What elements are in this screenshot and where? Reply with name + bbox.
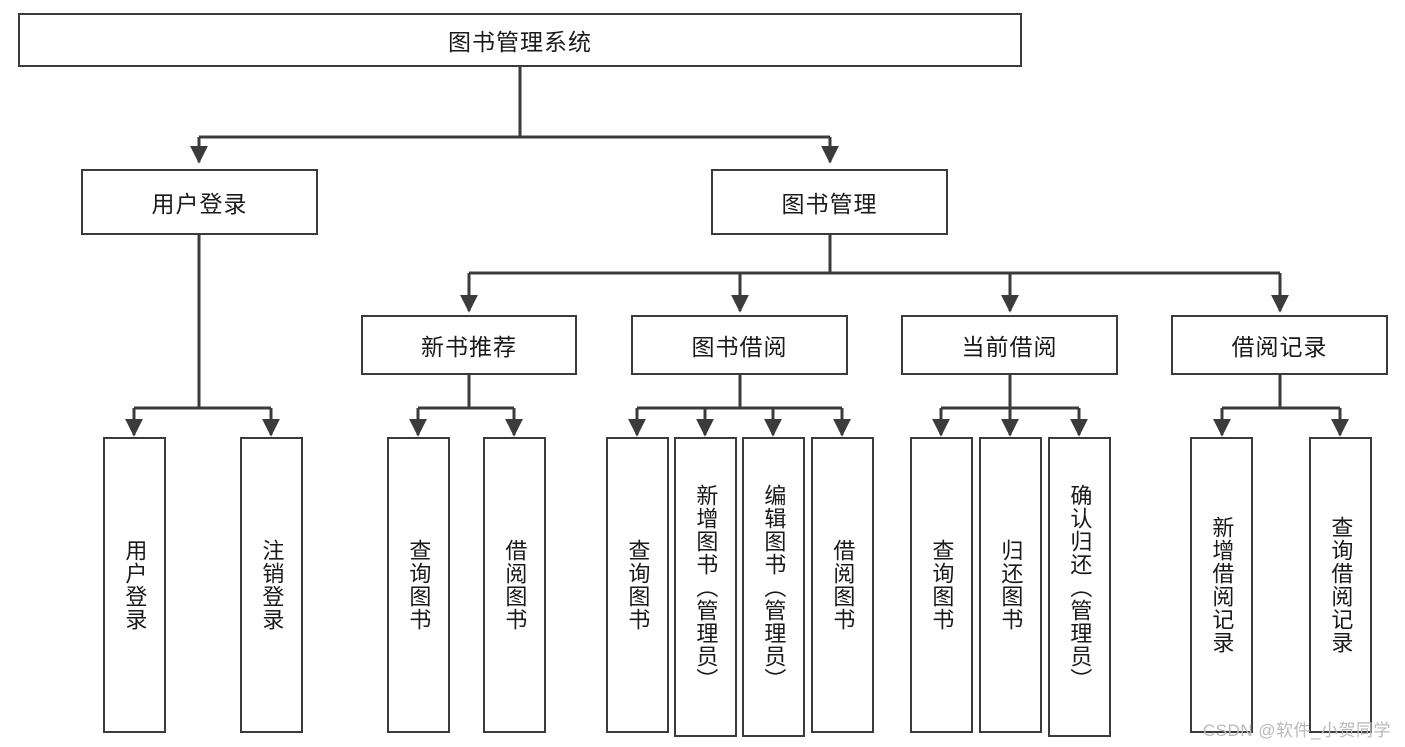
leaf-recommend-borrow-book[interactable]: 借阅图书	[483, 437, 546, 733]
leaf-recommend-query-book[interactable]: 查询图书	[387, 437, 450, 733]
node-label: 确认归还（管理员）	[1067, 483, 1093, 691]
node-label: 新增图书（管理员）	[693, 483, 719, 691]
node-label: 查询借阅记录	[1328, 516, 1354, 654]
node-label: 查询图书	[929, 539, 955, 631]
leaf-current-confirm-return-admin[interactable]: 确认归还（管理员）	[1048, 437, 1111, 737]
node-label: 新增借阅记录	[1209, 516, 1235, 654]
node-label: 新书推荐	[421, 334, 517, 360]
node-label: 借阅记录	[1231, 334, 1328, 360]
node-book-borrow[interactable]: 图书借阅	[631, 315, 848, 375]
node-label: 用户登录	[151, 191, 248, 217]
node-label: 图书管理	[781, 191, 878, 217]
node-label: 归还图书	[998, 539, 1024, 631]
node-label: 当前借阅	[961, 334, 1058, 360]
node-label: 用户登录	[122, 539, 148, 631]
leaf-record-query-record[interactable]: 查询借阅记录	[1309, 437, 1372, 733]
node-book-management[interactable]: 图书管理	[711, 169, 948, 235]
leaf-record-add-record[interactable]: 新增借阅记录	[1190, 437, 1253, 733]
node-label: 图书管理系统	[448, 29, 592, 55]
node-label: 注销登录	[259, 539, 285, 631]
leaf-borrow-query-book[interactable]: 查询图书	[606, 437, 669, 733]
node-new-book-recommend[interactable]: 新书推荐	[361, 315, 577, 375]
node-label: 查询图书	[625, 539, 651, 631]
leaf-current-return-book[interactable]: 归还图书	[979, 437, 1042, 733]
leaf-user-login-login[interactable]: 用户登录	[103, 437, 166, 733]
node-label: 借阅图书	[830, 539, 856, 631]
node-label: 查询图书	[406, 539, 432, 631]
node-borrow-record[interactable]: 借阅记录	[1171, 315, 1388, 375]
node-label: 编辑图书（管理员）	[761, 483, 787, 691]
node-current-borrow[interactable]: 当前借阅	[901, 315, 1118, 375]
node-user-login[interactable]: 用户登录	[81, 169, 318, 235]
node-root-system[interactable]: 图书管理系统	[18, 13, 1022, 67]
node-label: 借阅图书	[502, 539, 528, 631]
leaf-borrow-edit-book-admin[interactable]: 编辑图书（管理员）	[742, 437, 805, 737]
leaf-borrow-borrow-book[interactable]: 借阅图书	[811, 437, 874, 733]
leaf-borrow-add-book-admin[interactable]: 新增图书（管理员）	[674, 437, 737, 737]
leaf-current-query-book[interactable]: 查询图书	[910, 437, 973, 733]
node-label: 图书借阅	[691, 334, 788, 360]
leaf-user-login-logout[interactable]: 注销登录	[240, 437, 303, 733]
watermark-text: CSDN @软件_小贺同学	[1202, 721, 1391, 740]
